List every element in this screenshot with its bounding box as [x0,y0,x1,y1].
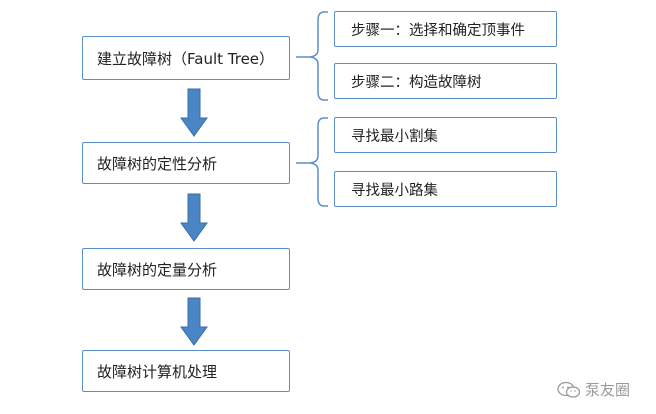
brace-connector [296,117,328,207]
down-arrow-icon [180,88,208,137]
step-build-fault-tree: 建立故障树（Fault Tree） [82,36,290,80]
step-label: 建立故障树（Fault Tree） [97,49,275,68]
step-label: 故障树的定量分析 [97,260,218,279]
step-quantitative-analysis: 故障树的定量分析 [82,248,290,290]
step-label: 故障树的定性分析 [97,154,218,173]
substep-minimal-cut-sets: 寻找最小割集 [334,117,557,153]
substep-label: 寻找最小割集 [351,128,438,145]
wechat-icon [557,381,581,398]
substep-label: 寻找最小路集 [351,182,438,199]
step-qualitative-analysis: 故障树的定性分析 [82,142,290,184]
down-arrow-icon [180,193,208,242]
substep-minimal-path-sets: 寻找最小路集 [334,171,557,207]
watermark: 泵友圈 [557,379,630,400]
brace-connector [296,11,328,101]
down-arrow-icon [180,297,208,346]
substep-select-top-event: 步骤一：选择和确定顶事件 [334,11,557,47]
substep-construct-fault-tree: 步骤二：构造故障树 [334,63,557,99]
step-computer-processing: 故障树计算机处理 [82,350,290,392]
watermark-text: 泵友圈 [584,381,630,399]
substep-label: 步骤二：构造故障树 [351,74,482,91]
substep-label: 步骤一：选择和确定顶事件 [351,22,525,39]
step-label: 故障树计算机处理 [97,362,218,381]
